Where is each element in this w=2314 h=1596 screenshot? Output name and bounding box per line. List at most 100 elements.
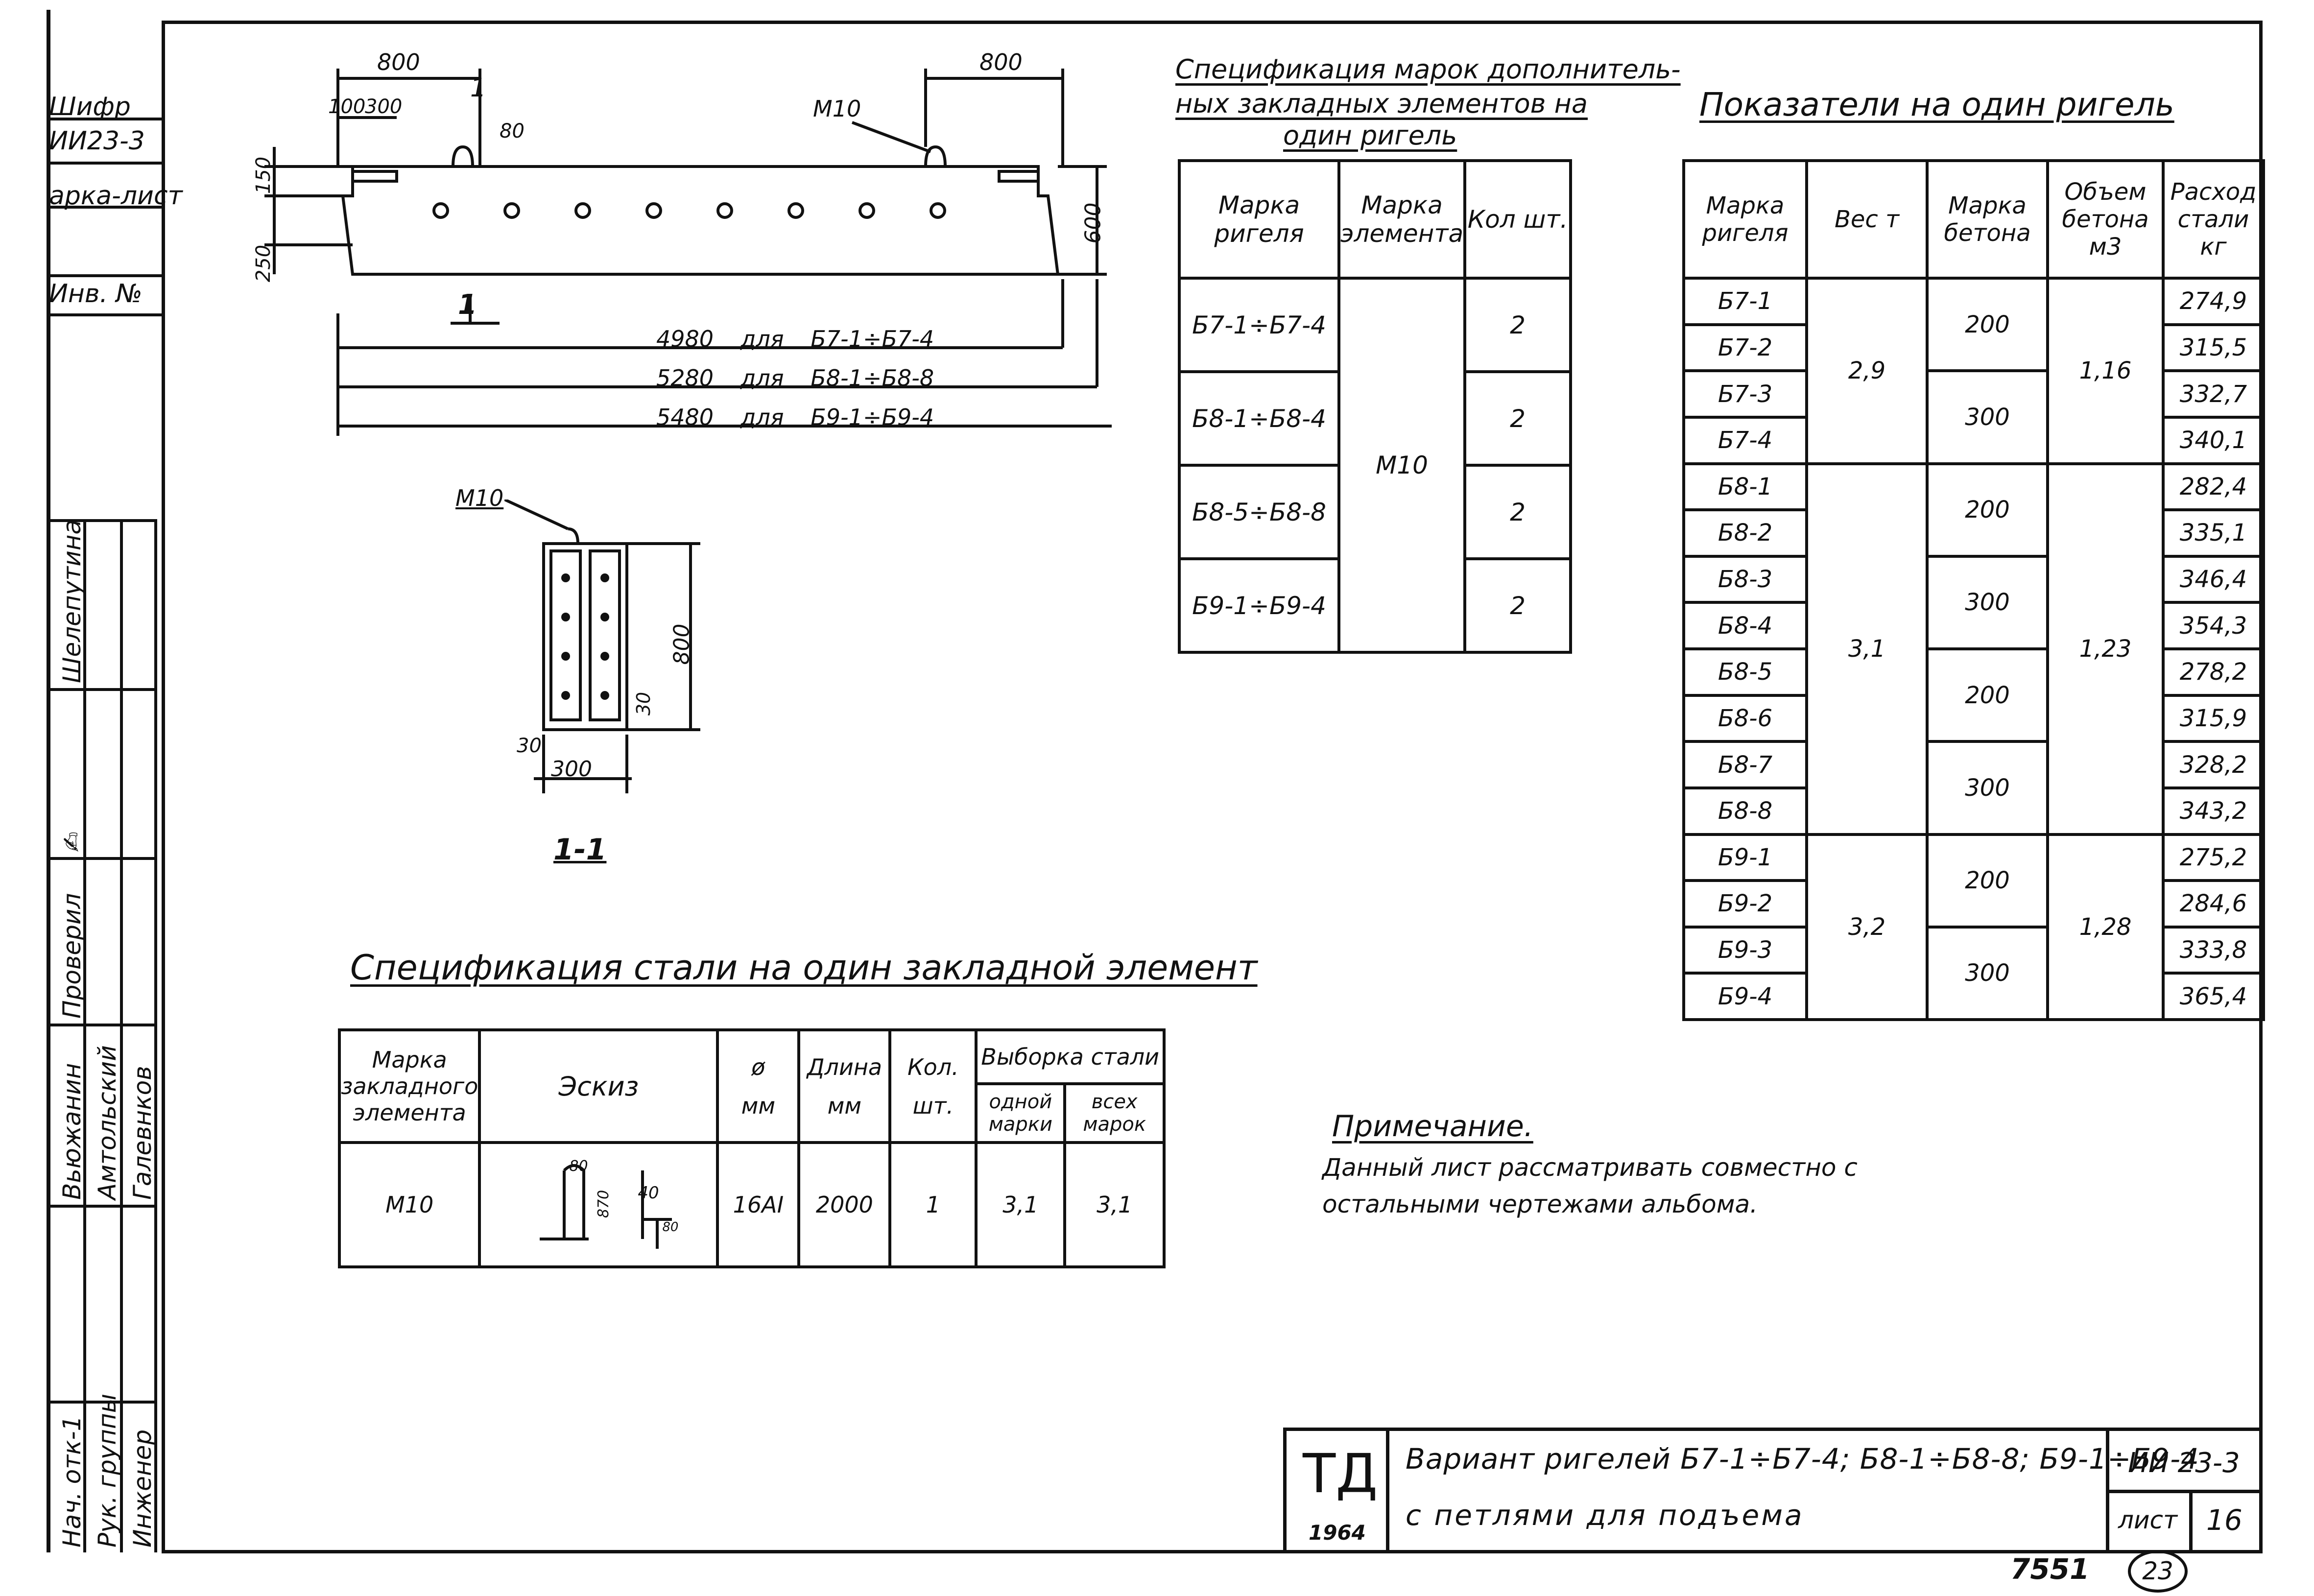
row-one: 3,1	[975, 1141, 1067, 1268]
weight-cell: 3,1	[1805, 462, 1929, 836]
label-m10-elev: М10	[813, 95, 861, 122]
grade-cell: 200	[1926, 276, 2049, 373]
inv-number-label: Инв. №	[49, 279, 143, 309]
row-steel: 332,7	[2162, 369, 2265, 419]
drawing-code: ИИ 23-3	[2128, 1447, 2240, 1479]
qty-unit: шт.	[912, 1092, 954, 1119]
note-title: Примечание.	[1332, 1109, 1533, 1143]
dim-80: 80	[500, 120, 525, 143]
section-dim-30b: 30	[517, 735, 542, 757]
volume-cell: 1,16	[2046, 277, 2165, 465]
grade-cell: 200	[1926, 647, 2049, 743]
row-marka: Б9-3	[1682, 925, 1808, 975]
section-mark-bottom: 1	[458, 289, 477, 321]
header-marka-elementa: Марка элемента	[1337, 159, 1467, 280]
title-line-2: с петлями для подъема	[1406, 1499, 1804, 1532]
length-range: Б8-1÷Б8-8	[811, 365, 934, 391]
name-2: Амтольский	[93, 1045, 121, 1200]
qty-label: Кол.	[907, 1053, 959, 1080]
sketch-dim-870: 870	[595, 1190, 613, 1218]
year: 1964	[1309, 1521, 1366, 1545]
row-marka: М10	[337, 1141, 481, 1268]
length-for: для	[740, 404, 784, 430]
sketch-cell: 80 870 40 80	[478, 1141, 719, 1268]
row-steel: 315,9	[2162, 693, 2265, 743]
sheet-number: 16	[2206, 1503, 2242, 1537]
spec-extra-table: Марка ригеля Марка элемента Кол шт. Б7-1…	[1178, 159, 1572, 654]
archive-number: 7551	[2010, 1552, 2090, 1586]
grade-cell: 200	[1926, 462, 2049, 558]
row-steel: 346,4	[2162, 554, 2265, 604]
row-marka: Б7-4	[1682, 415, 1808, 465]
header-ves: Вес т	[1805, 159, 1929, 280]
weight-cell: 3,2	[1805, 833, 1929, 1021]
header-diameter: ø мм	[716, 1028, 801, 1144]
checker-signature: ✍	[58, 832, 86, 852]
row-marka: Б9-4	[1682, 972, 1808, 1021]
role-2: Рук. группы	[93, 1393, 121, 1548]
section-mark-top: 1	[470, 73, 487, 103]
row-steel: 315,5	[2162, 323, 2265, 373]
row-marka: Б8-2	[1682, 508, 1808, 558]
checked-label: Проверил	[58, 893, 86, 1019]
length-value: 5480	[656, 404, 714, 430]
diameter-symbol: ø	[751, 1053, 765, 1080]
row-steel: 354,3	[2162, 601, 2265, 650]
header-marka: Марка ригеля	[1682, 159, 1808, 280]
row-marka: Б7-3	[1682, 369, 1808, 419]
dim-300: 300	[365, 95, 403, 118]
volume-cell: 1,28	[2046, 833, 2165, 1021]
section-svg	[504, 500, 700, 793]
row-steel: 343,2	[2162, 786, 2265, 836]
header-steel: Расход стали кг	[2162, 159, 2265, 280]
grade-cell: 300	[1926, 925, 2049, 1022]
row-kol: 2	[1463, 370, 1572, 467]
header-sketch: Эскиз	[478, 1028, 719, 1144]
row-all: 3,1	[1063, 1141, 1166, 1268]
row-marka: Б8-7	[1682, 740, 1808, 789]
header-marka-element: Марка закладного элемента	[337, 1028, 481, 1144]
header-qty: Кол. шт.	[888, 1028, 978, 1144]
spec-steel-table: Марка закладного элемента Эскиз ø мм Дли…	[337, 1028, 1166, 1268]
row-marka: Б8-5	[1682, 647, 1808, 697]
row-steel: 333,8	[2162, 925, 2265, 975]
dim-250: 250	[252, 244, 275, 283]
row-diameter: 16АI	[716, 1141, 801, 1268]
header-marka-rigelya: Марка ригеля	[1178, 159, 1340, 280]
row-marka: Б7-2	[1682, 323, 1808, 373]
length-row-1: 4980 для Б7-1÷Б7-4	[656, 326, 934, 352]
sheet-label: лист	[2118, 1506, 2178, 1534]
row-steel: 335,1	[2162, 508, 2265, 558]
sketch-dim-40: 40	[638, 1183, 659, 1203]
row-marka: Б8-3	[1682, 554, 1808, 604]
role-3: Инженер	[128, 1429, 157, 1548]
grade-cell: 300	[1926, 740, 2049, 836]
sketch-dim-80: 80	[569, 1158, 588, 1175]
spec-extra-title-3: один ригель	[1283, 120, 1457, 151]
row-marka: Б8-4	[1682, 601, 1808, 650]
spec-extra-title-1: Спецификация марок дополнитель-	[1175, 54, 1681, 85]
length-for: для	[740, 326, 784, 352]
row-marka: Б8-6	[1682, 693, 1808, 743]
length-row-2: 5280 для Б8-1÷Б8-8	[656, 365, 934, 391]
header-all-marks: всех марок	[1063, 1082, 1166, 1144]
row-marka: Б7-1	[1682, 277, 1808, 326]
title-line-1: Вариант ригелей Б7-1÷Б7-4; Б8-1÷Б8-8; Б9…	[1406, 1442, 2199, 1476]
header-selection: Выборка стали	[975, 1028, 1166, 1085]
length-value: 5280	[656, 365, 714, 391]
note-line-1: Данный лист рассматривать совместно с	[1322, 1153, 1858, 1182]
row-kol: 2	[1463, 277, 1572, 373]
marka-list-label: арка-лист	[49, 181, 183, 211]
length-range: Б7-1÷Б7-4	[811, 326, 934, 352]
sketch-dim-80b: 80	[662, 1220, 679, 1235]
row-marka: Б8-5÷Б8-8	[1178, 464, 1340, 560]
signature-grid	[49, 519, 157, 1552]
row-steel: 278,2	[2162, 647, 2265, 697]
shifr-value: ИИ23-3	[49, 126, 145, 156]
row-steel: 284,6	[2162, 879, 2265, 929]
dim-800-left: 800	[377, 49, 420, 75]
logo: ТД	[1303, 1442, 1378, 1505]
row-marka: Б8-8	[1682, 786, 1808, 836]
dim-800-right: 800	[979, 49, 1023, 75]
row-qty: 1	[888, 1141, 978, 1268]
